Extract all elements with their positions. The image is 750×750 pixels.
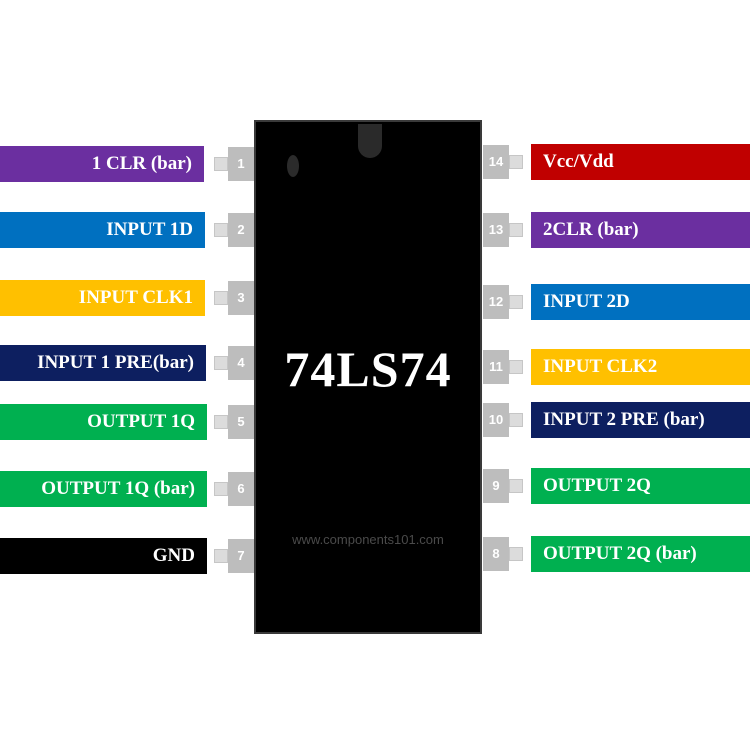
pin1-indicator-dot (287, 155, 299, 177)
pin-lead (509, 360, 523, 374)
chip-name: 74LS74 (284, 341, 452, 397)
pin-body (228, 539, 254, 573)
pin-number: 8 (492, 546, 500, 561)
pin-number: 11 (489, 359, 503, 374)
pin-label-right: INPUT 2 PRE (bar) (531, 402, 750, 438)
pin-lead (214, 415, 228, 429)
watermark: www.components101.com (292, 532, 444, 547)
pin-number: 3 (237, 290, 245, 305)
pin-lead (214, 291, 228, 305)
pin-lead (509, 155, 523, 169)
pin-body (483, 213, 509, 247)
pin-body (483, 403, 509, 437)
pin-body (228, 213, 254, 247)
pin-body (483, 350, 509, 384)
pin-lead (214, 482, 228, 496)
pin-number: 1 (237, 156, 245, 171)
pin-number: 9 (492, 478, 500, 493)
pin-number: 5 (237, 414, 245, 429)
pin-lead (509, 295, 523, 309)
pin-number: 2 (237, 222, 245, 237)
pin-number: 6 (237, 481, 245, 496)
pin-lead (509, 413, 523, 427)
pin-label-left: OUTPUT 1Q (bar) (0, 471, 207, 507)
pin-label-left: OUTPUT 1Q (0, 404, 207, 440)
pin-number: 4 (237, 355, 245, 370)
pin-label-left: GND (0, 538, 207, 574)
pin-label-right: 2CLR (bar) (531, 212, 750, 248)
pin-body (483, 469, 509, 503)
pin-body (228, 472, 254, 506)
pin-lead (214, 157, 228, 171)
pin-lead (509, 223, 523, 237)
pin-number: 12 (488, 294, 504, 309)
pin-body (228, 346, 254, 380)
chip-notch (358, 124, 382, 158)
pin-lead (509, 479, 523, 493)
pin-body (228, 405, 254, 439)
pin-label-left: INPUT 1D (0, 212, 205, 248)
pin-label-right: OUTPUT 2Q (bar) (531, 536, 750, 572)
pin-lead (214, 223, 228, 237)
pin-body (483, 145, 509, 179)
pin-body (228, 281, 254, 315)
pin-label-right: INPUT CLK2 (531, 349, 750, 385)
pin-label-left: INPUT 1 PRE(bar) (0, 345, 206, 381)
pin-lead (509, 547, 523, 561)
pin-body (483, 285, 509, 319)
ic-chip-body (254, 120, 482, 634)
pin-label-left: INPUT CLK1 (0, 280, 205, 316)
pin-label-right: OUTPUT 2Q (531, 468, 750, 504)
pin-label-right: INPUT 2D (531, 284, 750, 320)
pin-number: 7 (237, 548, 245, 563)
pin-label-right: Vcc/Vdd (531, 144, 750, 180)
pin-body (228, 147, 254, 181)
pin-number: 14 (488, 154, 504, 169)
pin-number: 10 (488, 412, 504, 427)
pin-number: 13 (488, 222, 504, 237)
pin-label-left: 1 CLR (bar) (0, 146, 204, 182)
pin-body (483, 537, 509, 571)
pin-lead (214, 549, 228, 563)
pin-lead (214, 356, 228, 370)
